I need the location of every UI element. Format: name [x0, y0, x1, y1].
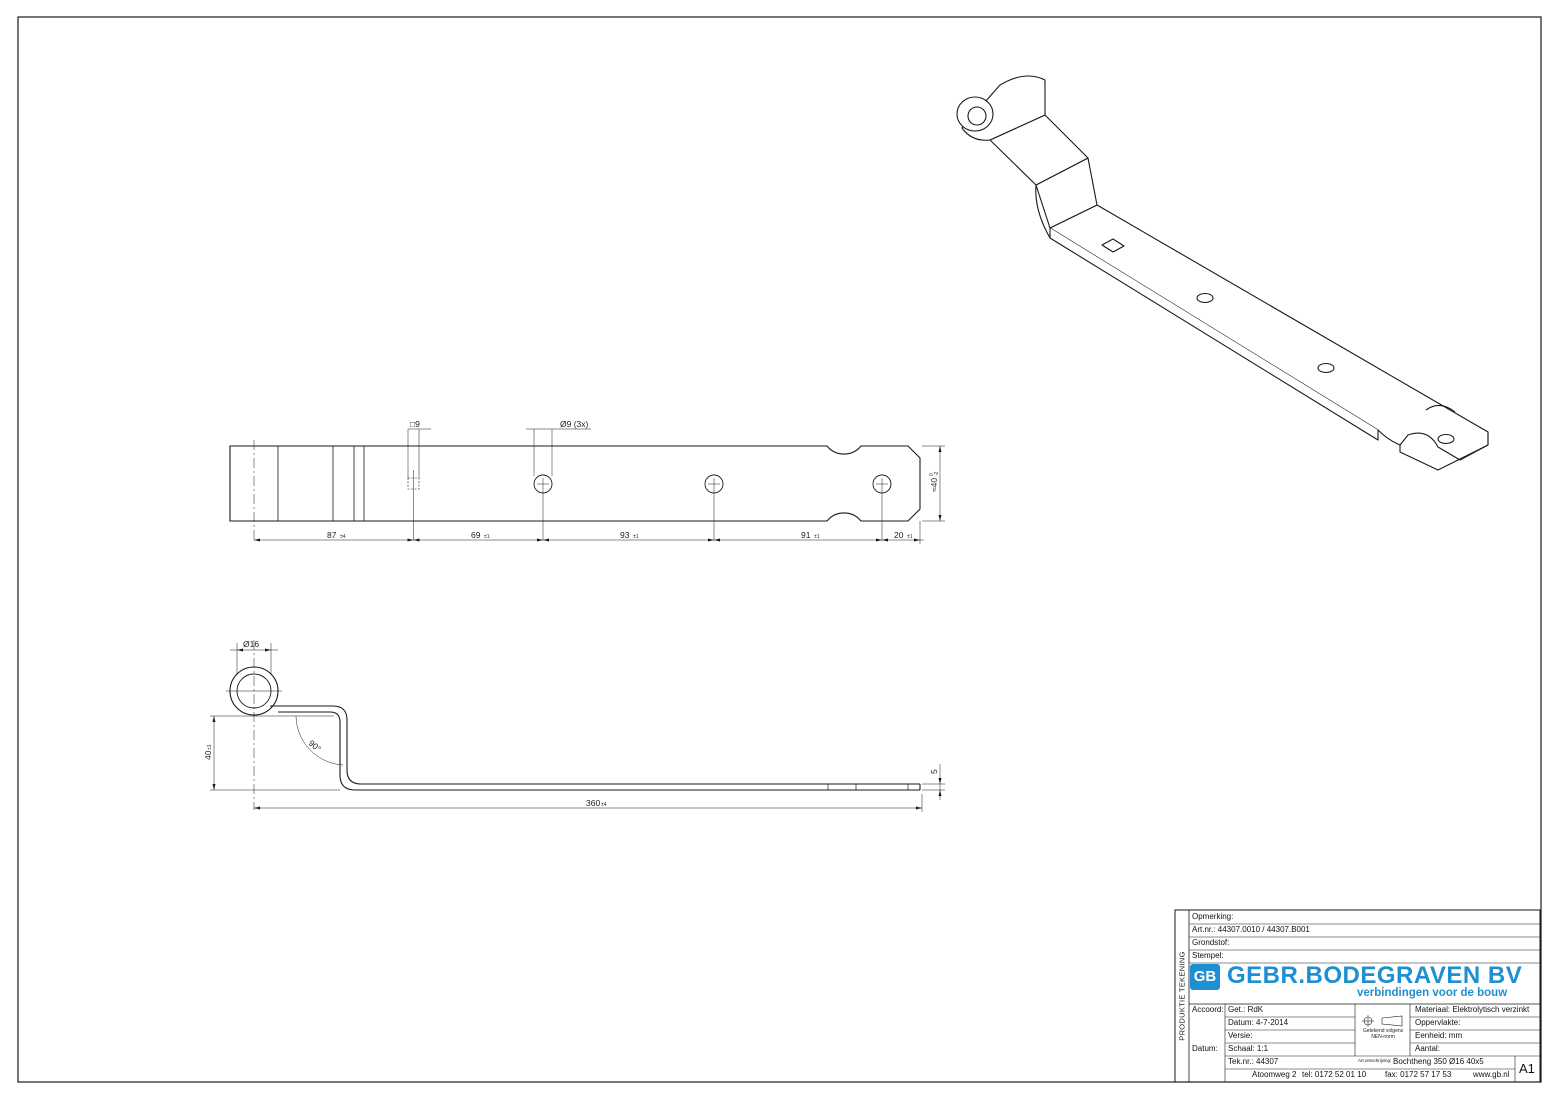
title-block: PRODUKTIE TEKENING Opmerking: Art.nr.: 4… — [1175, 910, 1540, 1082]
strap-outline — [229, 445, 921, 522]
get-field: Get.: RdK — [1228, 1005, 1264, 1014]
schaal-field: Schaal: 1:1 — [1228, 1044, 1269, 1053]
strap-side-face — [1049, 228, 1379, 441]
datum-label: Datum: — [1192, 1044, 1218, 1053]
dim-angle: 90° — [307, 738, 323, 754]
dim-width-tol-lower: -2 — [934, 471, 940, 476]
iso-square-hole — [1101, 238, 1125, 253]
eenheid-field: Eenheid: mm — [1415, 1031, 1463, 1040]
teknr-field: Tek.nr.: 44307 — [1228, 1057, 1279, 1066]
accoord-label: Accoord: — [1192, 1005, 1224, 1014]
dim-69: 69 — [471, 530, 481, 540]
iso-hole-3 — [1437, 433, 1455, 445]
dim-width-tol-upper: 0 — [929, 473, 935, 476]
titleblock-grid — [1174, 909, 1541, 1083]
sheet-size: A1 — [1519, 1061, 1535, 1076]
dim-square-hole: □9 — [410, 419, 420, 429]
oppervlakte-field: Oppervlakte: — [1415, 1018, 1461, 1027]
dim-20: 20 — [894, 530, 904, 540]
side-view — [210, 640, 945, 812]
strap-top-line — [270, 705, 920, 785]
address-field: Atoomweg 2 — [1252, 1070, 1297, 1079]
dim-91: 91 — [801, 530, 811, 540]
fax-field: fax: 0172 57 17 53 — [1385, 1070, 1452, 1079]
iso-notch — [1425, 404, 1456, 413]
dim-offset: 40 — [203, 750, 213, 760]
nen-note: Getekend volgens NEN-norm — [1362, 1028, 1404, 1040]
dim-87: 87 — [327, 530, 337, 540]
stempel-field: Stempel: — [1192, 951, 1224, 960]
datum-field: Datum: 4-7-2014 — [1228, 1018, 1289, 1027]
side-label: PRODUKTIE TEKENING — [1177, 951, 1187, 1041]
dim-93: 93 — [620, 530, 630, 540]
dim-width: ≈40 — [929, 478, 939, 492]
dim-length-tol: ±4 — [601, 802, 607, 808]
dim-69-tol: ±1 — [484, 534, 490, 540]
strap-end-face — [1399, 432, 1489, 471]
eye-hole — [967, 106, 987, 126]
materiaal-field: Materiaal: Elektrolytisch verzinkt — [1415, 1005, 1530, 1014]
versie-field: Versie: — [1228, 1031, 1253, 1040]
strap-bottom-line — [278, 711, 920, 791]
sheet-border — [17, 16, 1542, 1083]
isometric-view — [956, 75, 1489, 471]
dim-20-tol: ±1 — [907, 534, 913, 540]
tel-field: tel: 0172 52 01 10 — [1302, 1070, 1367, 1079]
grondstof-field: Grondstof: — [1192, 938, 1230, 947]
dim-length: 360 — [586, 798, 600, 808]
aantal-field: Aantal: — [1415, 1044, 1440, 1053]
omschrijving-field: Bochtheng 350 Ø16 40x5 — [1393, 1057, 1484, 1066]
company-tagline: verbindingen voor de bouw — [1357, 987, 1508, 999]
dim-thickness: 5 — [929, 769, 939, 774]
offset-bend — [1035, 184, 1051, 239]
top-view — [229, 428, 945, 544]
dim-offset-tol: ±1 — [207, 744, 213, 750]
iso-hole-2 — [1317, 362, 1335, 374]
opmerking-field: Opmerking: — [1192, 912, 1234, 921]
dim-93-tol: ±1 — [633, 534, 639, 540]
company-name: GEBR.BODEGRAVEN BV — [1227, 962, 1523, 989]
dim-round-holes: Ø9 (3x) — [560, 419, 589, 429]
dim-87-tol: ±4 — [340, 534, 346, 540]
iso-hole-1 — [1196, 292, 1214, 304]
company-logo-mark: GB — [1190, 964, 1220, 990]
dim-91-tol: ±1 — [814, 534, 820, 540]
strap-top-face — [1049, 204, 1489, 461]
omschrijving-label: Art.omschrijving: — [1358, 1058, 1392, 1063]
dim-eye-dia: Ø16 — [243, 639, 259, 649]
artnr-field: Art.nr.: 44307.0010 / 44307.B001 — [1192, 925, 1310, 934]
web-field: www.gb.nl — [1473, 1070, 1510, 1079]
